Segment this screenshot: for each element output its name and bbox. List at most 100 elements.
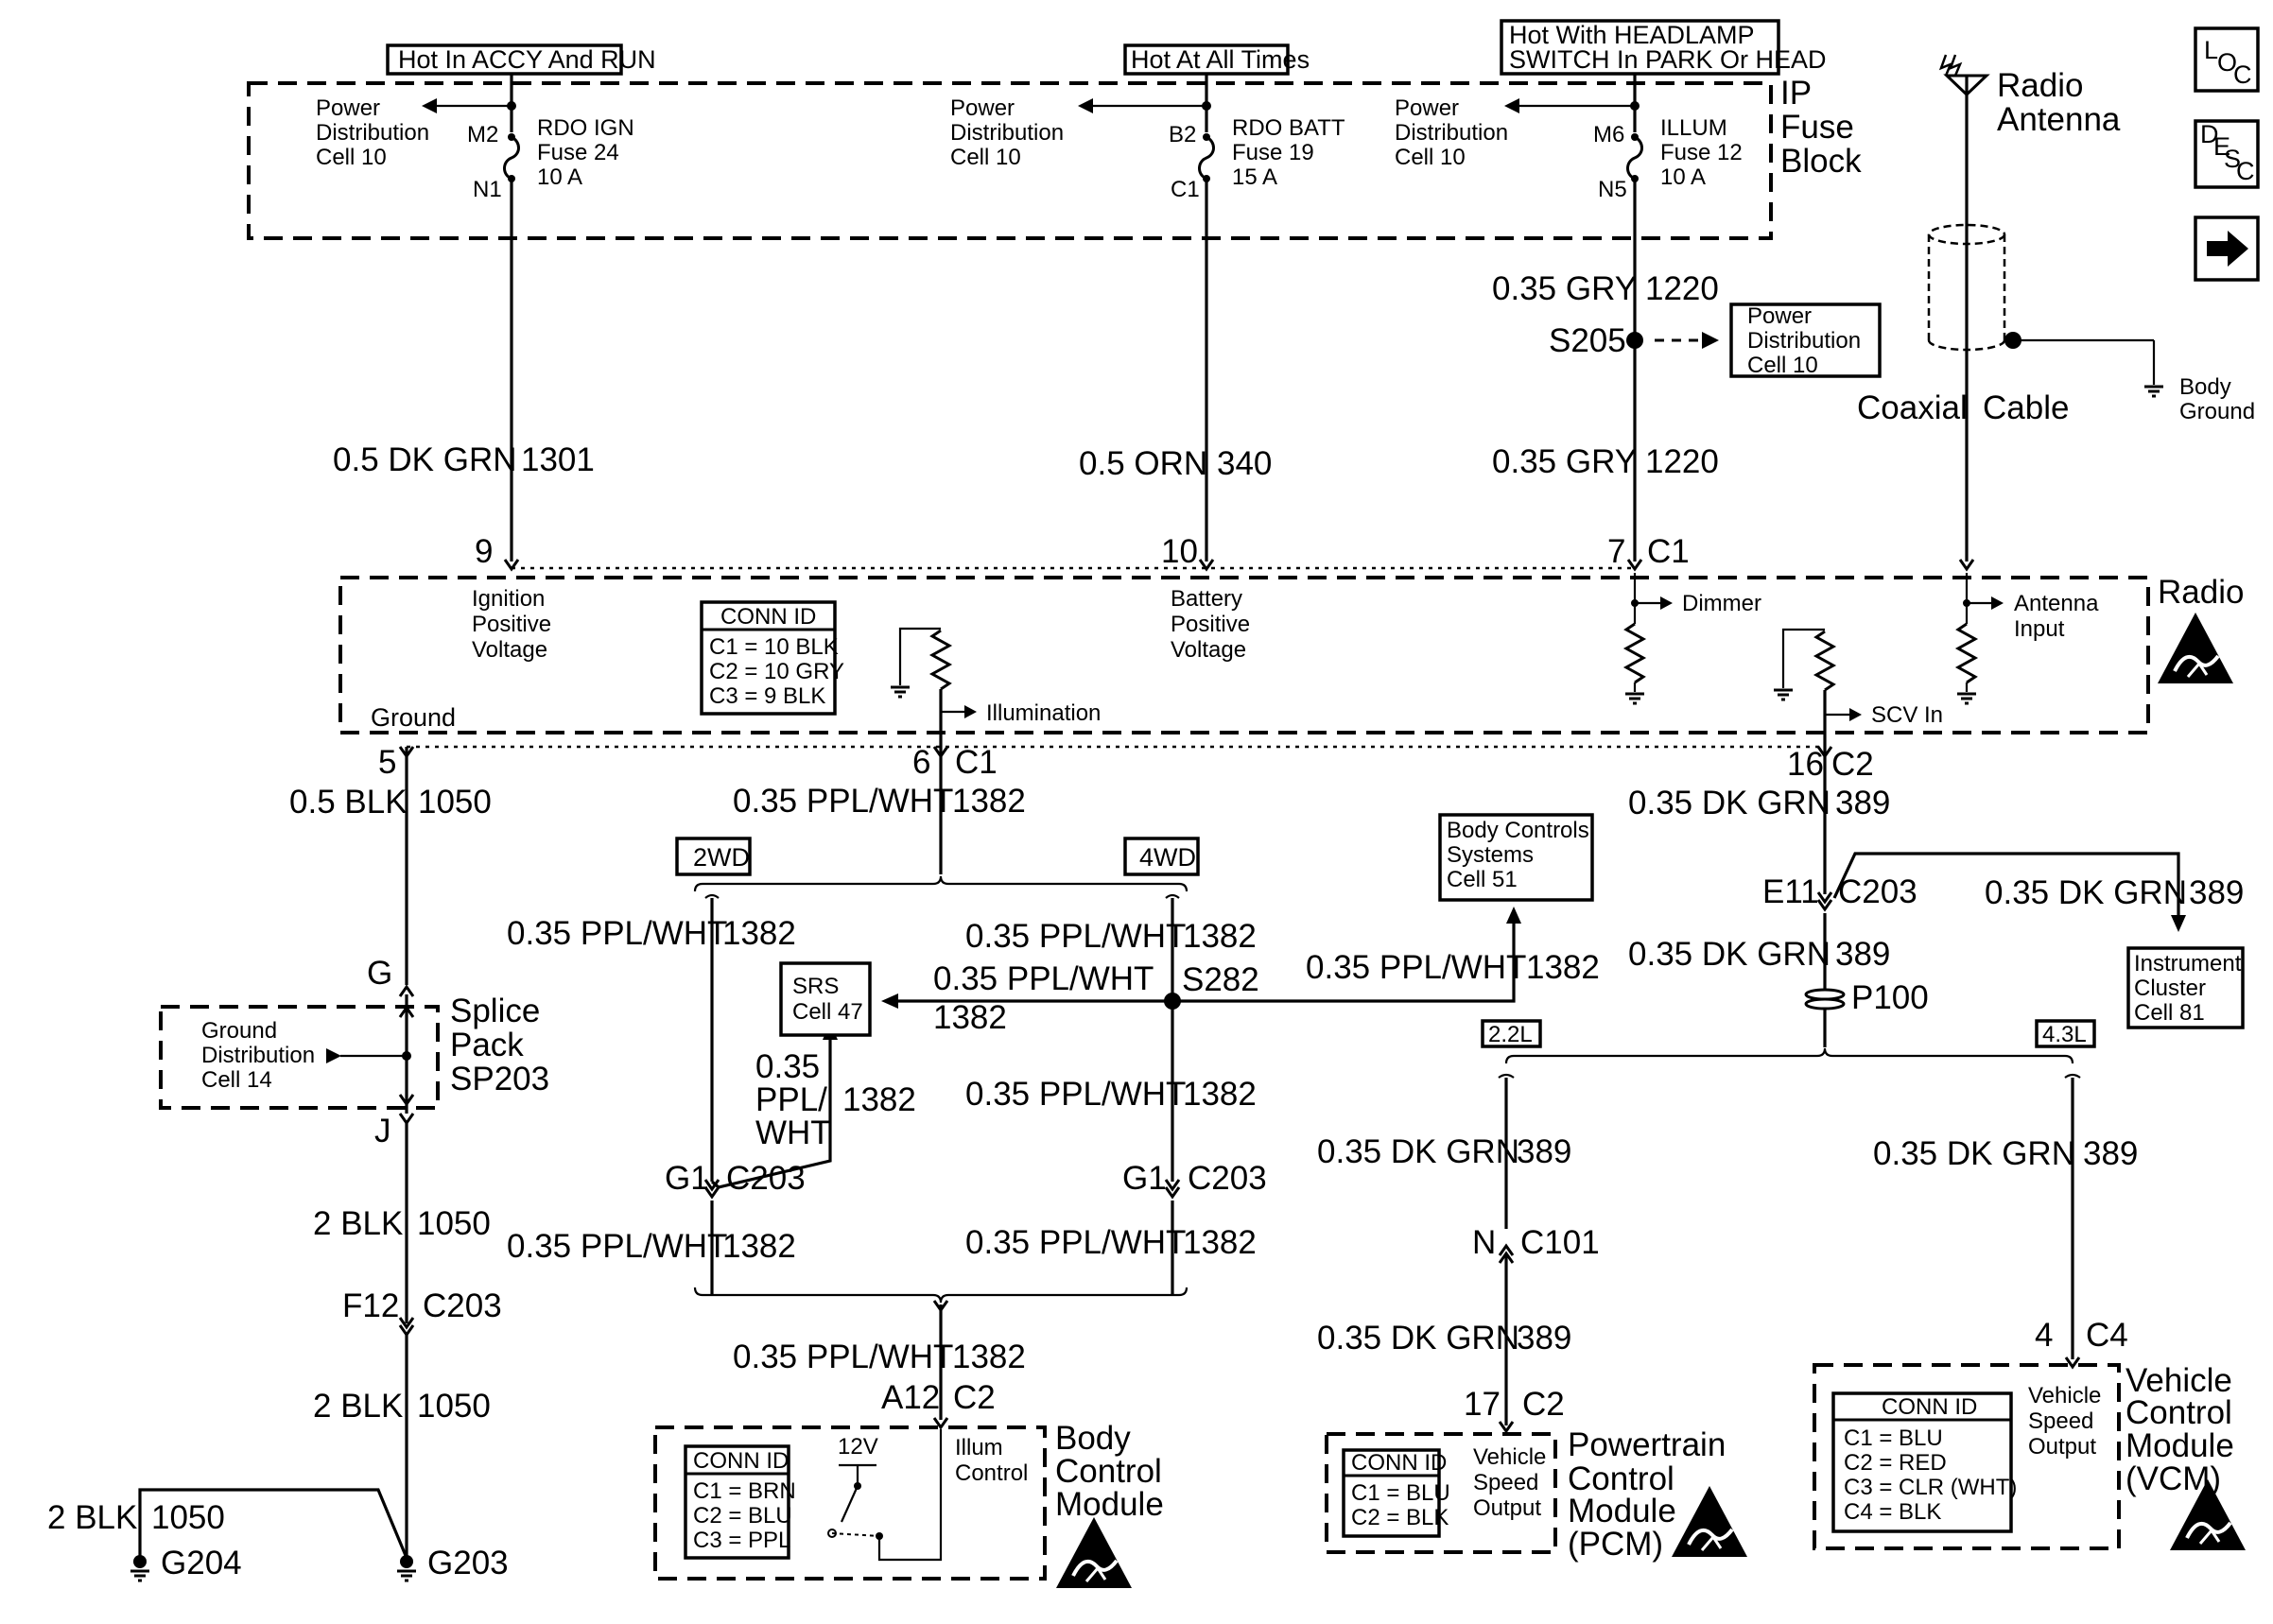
vcm-conn-id-table: CONN ID C1 = BLU C2 = RED C3 = CLR (WHT)… [1831,1391,2017,1533]
instrument-cluster-ref: Instrument Cluster Cell 81 [2126,946,2245,1029]
svg-text:G204: G204 [161,1545,242,1581]
svg-text:C101: C101 [1520,1224,1600,1261]
svg-text:N5: N5 [1598,177,1627,202]
svg-text:Control: Control [1055,1453,1162,1490]
svg-text:10: 10 [1161,533,1198,570]
ip-fuse-block-outline [247,81,1773,240]
svg-text:Positive: Positive [472,612,551,637]
svg-text:1382: 1382 [933,999,1007,1036]
wire-dkgrn-389-vcm: 0.35 DK GRN 389 4 C4 [1873,1073,2138,1369]
vcm-vso-label: Vehicle Speed Output [2028,1383,2101,1460]
svg-text:M2: M2 [467,122,498,147]
svg-text:4WD: 4WD [1139,843,1196,872]
svg-text:2.2L: 2.2L [1488,1022,1533,1047]
svg-text:Vehicle: Vehicle [2028,1383,2101,1408]
svg-text:D: D [2200,120,2219,148]
svg-text:1382: 1382 [722,1228,796,1265]
svg-text:C1 = BLU: C1 = BLU [1351,1480,1450,1506]
svg-text:C2 = BLK: C2 = BLK [1351,1505,1449,1530]
nav-loc-icon[interactable]: L O C [2194,26,2260,93]
svg-text:Input: Input [2014,616,2065,642]
svg-text:G1: G1 [1122,1160,1167,1197]
svg-text:Power: Power [1747,303,1812,329]
svg-text:0.35 PPL/WHT: 0.35 PPL/WHT [965,1076,1186,1113]
fuse-19-rdo-batt: B2 C1 RDO BATT Fuse 19 15 A [1169,115,1345,202]
svg-text:Module: Module [2126,1427,2234,1464]
svg-text:C: C [2233,60,2252,89]
svg-text:0.5 BLK: 0.5 BLK [289,784,408,821]
nav-next-arrow-icon[interactable] [2194,216,2260,282]
svg-text:340: 340 [1217,445,1272,482]
svg-text:0.35 PPL/WHT: 0.35 PPL/WHT [1306,949,1526,986]
svg-text:N1: N1 [473,177,502,202]
feed-all-times-label: Hot At All Times [1123,43,1310,76]
svg-text:10 A: 10 A [1660,164,1706,190]
fuse-24-rdo-ign: M2 N1 RDO IGN Fuse 24 10 A [467,115,634,202]
svg-text:Distribution: Distribution [316,120,429,146]
radio-batt-voltage-label: Battery Positive Voltage [1171,586,1250,663]
svg-text:C203: C203 [726,1160,806,1197]
pcm-conn-id-table: CONN ID C1 = BLU C2 = BLK [1342,1448,1450,1538]
svg-text:Distribution: Distribution [1395,120,1508,146]
svg-text:5: 5 [378,744,396,781]
power-distribution-ref-3: Power Distribution Cell 10 [1395,95,1640,170]
svg-text:Illum: Illum [955,1435,1003,1460]
svg-text:Vehicle: Vehicle [2126,1362,2232,1399]
svg-text:389: 389 [1835,785,1890,821]
svg-text:C1 = 10 BLK: C1 = 10 BLK [709,634,839,660]
svg-text:Coaxial: Coaxial [1857,389,1968,426]
svg-text:Power: Power [950,95,1015,121]
svg-text:Radio: Radio [1997,67,2083,104]
svg-text:Body Controls: Body Controls [1447,818,1589,843]
svg-text:Dimmer: Dimmer [1682,591,1761,616]
svg-text:0.35 GRY: 0.35 GRY [1492,443,1637,480]
svg-text:Fuse 24: Fuse 24 [537,140,619,165]
svg-text:CONN ID: CONN ID [1351,1450,1447,1476]
svg-text:Distribution: Distribution [201,1043,315,1068]
svg-text:Illumination: Illumination [986,700,1101,726]
svg-text:0.35: 0.35 [755,1048,820,1085]
svg-text:17: 17 [1464,1386,1501,1423]
svg-text:1382: 1382 [722,915,796,952]
option-bracket-bcm-join: 0.35 PPL/WHT 1382 A12 C2 [693,1287,1189,1429]
bcm-illum-switch: 12V Illum Control [827,1429,1028,1562]
svg-text:1382: 1382 [1183,1076,1257,1113]
svg-text:C2 = RED: C2 = RED [1844,1450,1947,1476]
svg-text:389: 389 [1517,1320,1571,1356]
option-bracket-2-2l-4-3l: 2.2L 4.3L [1481,1019,2096,1064]
svg-text:J: J [374,1113,391,1149]
svg-text:1382: 1382 [1183,918,1257,955]
svg-text:Cell 81: Cell 81 [2134,1000,2205,1026]
svg-text:1220: 1220 [1645,270,1719,307]
svg-text:C1: C1 [1647,533,1690,570]
power-distribution-ref-1: Power Distribution Cell 10 [316,95,516,170]
bcs-ref-box: Body Controls Systems Cell 51 [1438,813,1594,902]
svg-text:Hot In ACCY And RUN: Hot In ACCY And RUN [398,45,656,74]
svg-text:C203: C203 [423,1287,502,1324]
svg-text:C4: C4 [2086,1317,2128,1354]
splice-pack-sp203: Ground Distribution Cell 14 Splice Pack … [159,993,549,1114]
svg-text:0.35 DK GRN: 0.35 DK GRN [1628,936,1831,973]
nav-desc-icon[interactable]: D E S C [2194,119,2260,189]
svg-text:N: N [1472,1224,1496,1261]
svg-text:A12: A12 [881,1379,940,1416]
svg-text:Antenna: Antenna [2014,591,2099,616]
svg-text:C: C [2236,157,2255,185]
svg-text:Cell 10: Cell 10 [316,145,387,170]
svg-text:1382: 1382 [842,1081,916,1118]
svg-text:1382: 1382 [952,783,1026,820]
svg-text:0.35 PPL/WHT: 0.35 PPL/WHT [507,1228,727,1265]
svg-text:P100: P100 [1851,979,1929,1016]
svg-text:4: 4 [2035,1317,2053,1354]
ip-fuse-block-title: IP Fuse Block [1780,75,1862,180]
vcm-title: Vehicle Control Module (VCM) [2126,1362,2234,1497]
svg-text:C1: C1 [955,744,998,781]
svg-text:Block: Block [1780,143,1862,180]
svg-text:CONN ID: CONN ID [720,604,816,630]
svg-text:389: 389 [2189,874,2244,911]
svg-text:0.35 DK GRN: 0.35 DK GRN [1317,1320,1519,1356]
svg-text:0.35 DK GRN: 0.35 DK GRN [1985,874,2187,911]
svg-text:1382: 1382 [952,1339,1026,1375]
svg-text:Antenna: Antenna [1997,101,2121,138]
